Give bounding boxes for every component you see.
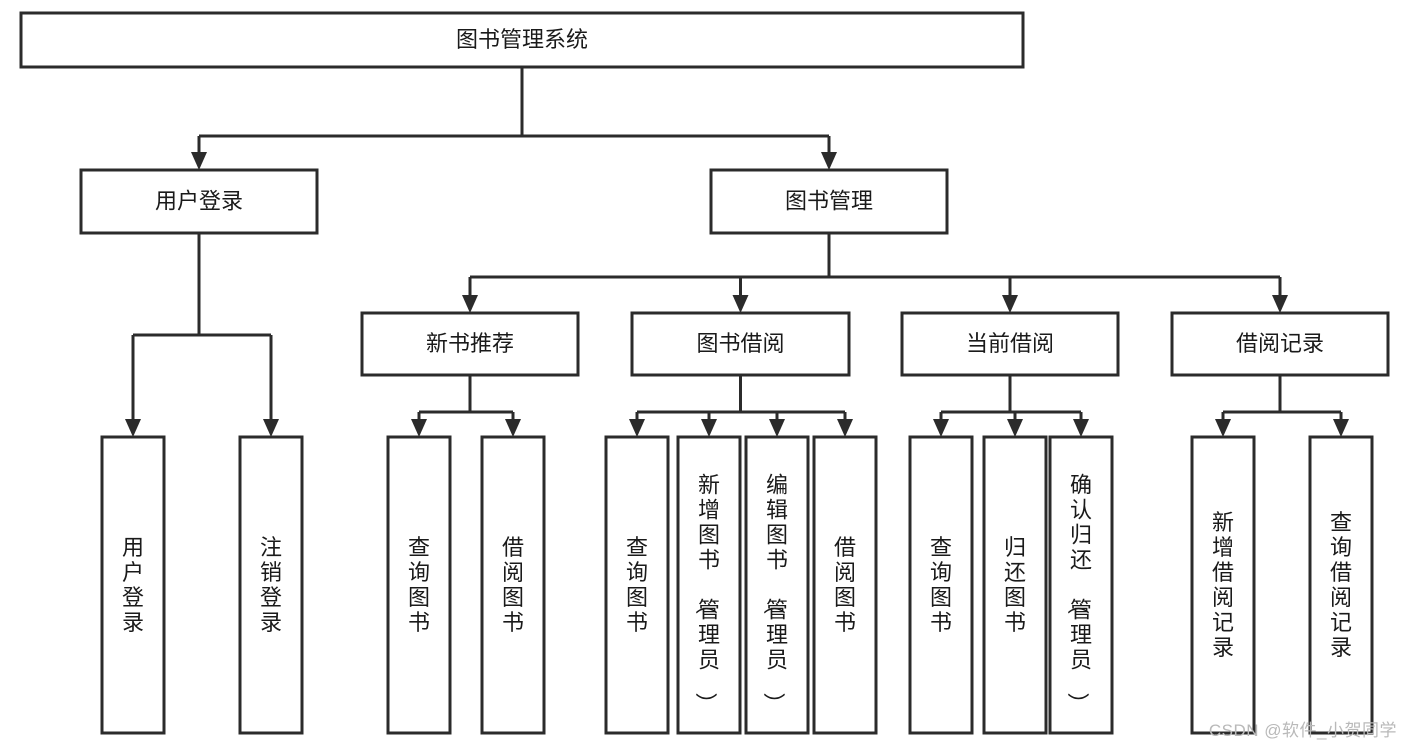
node-leaf-borrow-book-1[interactable]: 借阅图书 [480,435,546,735]
edge-root-to-book-management-arrowhead [821,152,837,170]
node-user-login[interactable]: 用户登录 [79,168,319,235]
edge-user-login-to-leaf-user-logout-arrowhead [263,419,279,437]
edge-new-book-recommend-to-leaf-borrow-book-1-arrowhead [505,419,521,437]
node-box-leaf-confirm-return [1048,435,1114,735]
node-box-book-borrow [630,311,851,377]
node-box-leaf-query-record [1308,435,1374,735]
edge-new-book-recommend-to-leaf-query-book-1-arrowhead [411,419,427,437]
node-leaf-add-book[interactable]: 新增图书（管理员） [676,435,742,735]
node-current-borrow[interactable]: 当前借阅 [900,311,1120,377]
node-label-root: 图书管理系统 [456,27,588,52]
node-label-leaf-query-book-1: 查询图书 [408,535,430,635]
node-box-leaf-borrow-book-2 [812,435,878,735]
node-box-leaf-query-book-2 [604,435,670,735]
diagram-nodes: 图书管理系统用户登录图书管理新书推荐图书借阅当前借阅借阅记录用户登录注销登录查询… [19,11,1390,735]
node-box-root [19,11,1025,69]
node-leaf-query-book-1[interactable]: 查询图书 [386,435,452,735]
edge-book-borrow-to-leaf-edit-book-arrowhead [769,419,785,437]
node-label-leaf-borrow-book-1: 借阅图书 [502,535,524,635]
node-leaf-user-login[interactable]: 用户登录 [100,435,166,735]
node-leaf-query-book-2[interactable]: 查询图书 [604,435,670,735]
node-borrow-record[interactable]: 借阅记录 [1170,311,1390,377]
edge-borrow-record-to-leaf-query-record-arrowhead [1333,419,1349,437]
node-label-borrow-record: 借阅记录 [1236,331,1324,356]
node-box-book-management [709,168,949,235]
node-box-leaf-add-record [1190,435,1256,735]
node-box-current-borrow [900,311,1120,377]
node-label-leaf-edit-book: 编辑图书（管理员） [761,473,788,715]
node-box-user-login [79,168,319,235]
node-label-current-borrow: 当前借阅 [966,331,1054,356]
node-label-user-login: 用户登录 [155,188,243,213]
node-box-leaf-edit-book [744,435,810,735]
node-leaf-edit-book[interactable]: 编辑图书（管理员） [744,435,810,735]
node-label-leaf-add-book: 新增图书（管理员） [693,473,720,715]
connector-edges [125,67,1349,437]
node-label-leaf-confirm-return: 确认归还（管理员） [1065,473,1092,715]
node-book-management[interactable]: 图书管理 [709,168,949,235]
node-box-leaf-add-book [676,435,742,735]
node-label-leaf-user-logout: 注销登录 [260,535,282,635]
edge-book-management-to-current-borrow-arrowhead [1002,295,1018,313]
edge-book-borrow-to-leaf-borrow-book-2-arrowhead [837,419,853,437]
node-leaf-add-record[interactable]: 新增借阅记录 [1190,435,1256,735]
edge-book-borrow-to-leaf-add-book-arrowhead [701,419,717,437]
node-book-borrow[interactable]: 图书借阅 [630,311,851,377]
node-label-leaf-return-book: 归还图书 [1004,535,1026,635]
node-leaf-query-record[interactable]: 查询借阅记录 [1308,435,1374,735]
edge-borrow-record-to-leaf-add-record-arrowhead [1215,419,1231,437]
node-box-borrow-record [1170,311,1390,377]
csdn-watermark: CSDN @软件_小贺同学 [1208,721,1397,740]
node-label-leaf-borrow-book-2: 借阅图书 [834,535,856,635]
node-box-leaf-return-book [982,435,1048,735]
node-label-book-borrow: 图书借阅 [696,331,784,356]
node-leaf-query-book-3[interactable]: 查询图书 [908,435,974,735]
node-box-leaf-user-logout [238,435,304,735]
edge-current-borrow-to-leaf-confirm-return-arrowhead [1073,419,1089,437]
edge-root-to-user-login-arrowhead [191,152,207,170]
node-label-leaf-add-record: 新增借阅记录 [1212,510,1234,660]
edge-user-login-to-leaf-user-login-arrowhead [125,419,141,437]
node-label-new-book-recommend: 新书推荐 [426,331,514,356]
node-leaf-return-book[interactable]: 归还图书 [982,435,1048,735]
node-label-leaf-query-book-2: 查询图书 [626,535,648,635]
node-root[interactable]: 图书管理系统 [19,11,1025,69]
edge-book-management-to-book-borrow-arrowhead [732,295,749,313]
node-new-book-recommend[interactable]: 新书推荐 [360,311,580,377]
node-label-leaf-query-record: 查询借阅记录 [1330,510,1352,660]
node-box-leaf-query-book-3 [908,435,974,735]
node-leaf-confirm-return[interactable]: 确认归还（管理员） [1048,435,1114,735]
edge-book-borrow-to-leaf-query-book-2-arrowhead [629,419,645,437]
edge-book-management-to-new-book-recommend-arrowhead [462,295,478,313]
node-box-leaf-user-login [100,435,166,735]
edge-current-borrow-to-leaf-query-book-3-arrowhead [933,419,949,437]
edge-book-management-to-borrow-record-arrowhead [1272,295,1288,313]
node-label-leaf-query-book-3: 查询图书 [930,535,952,635]
node-box-leaf-borrow-book-1 [480,435,546,735]
node-box-leaf-query-book-1 [386,435,452,735]
node-label-book-management: 图书管理 [785,188,873,213]
node-label-leaf-user-login: 用户登录 [122,535,144,635]
node-leaf-borrow-book-2[interactable]: 借阅图书 [812,435,878,735]
node-leaf-user-logout[interactable]: 注销登录 [238,435,304,735]
node-box-new-book-recommend [360,311,580,377]
edge-current-borrow-to-leaf-return-book-arrowhead [1007,419,1023,437]
